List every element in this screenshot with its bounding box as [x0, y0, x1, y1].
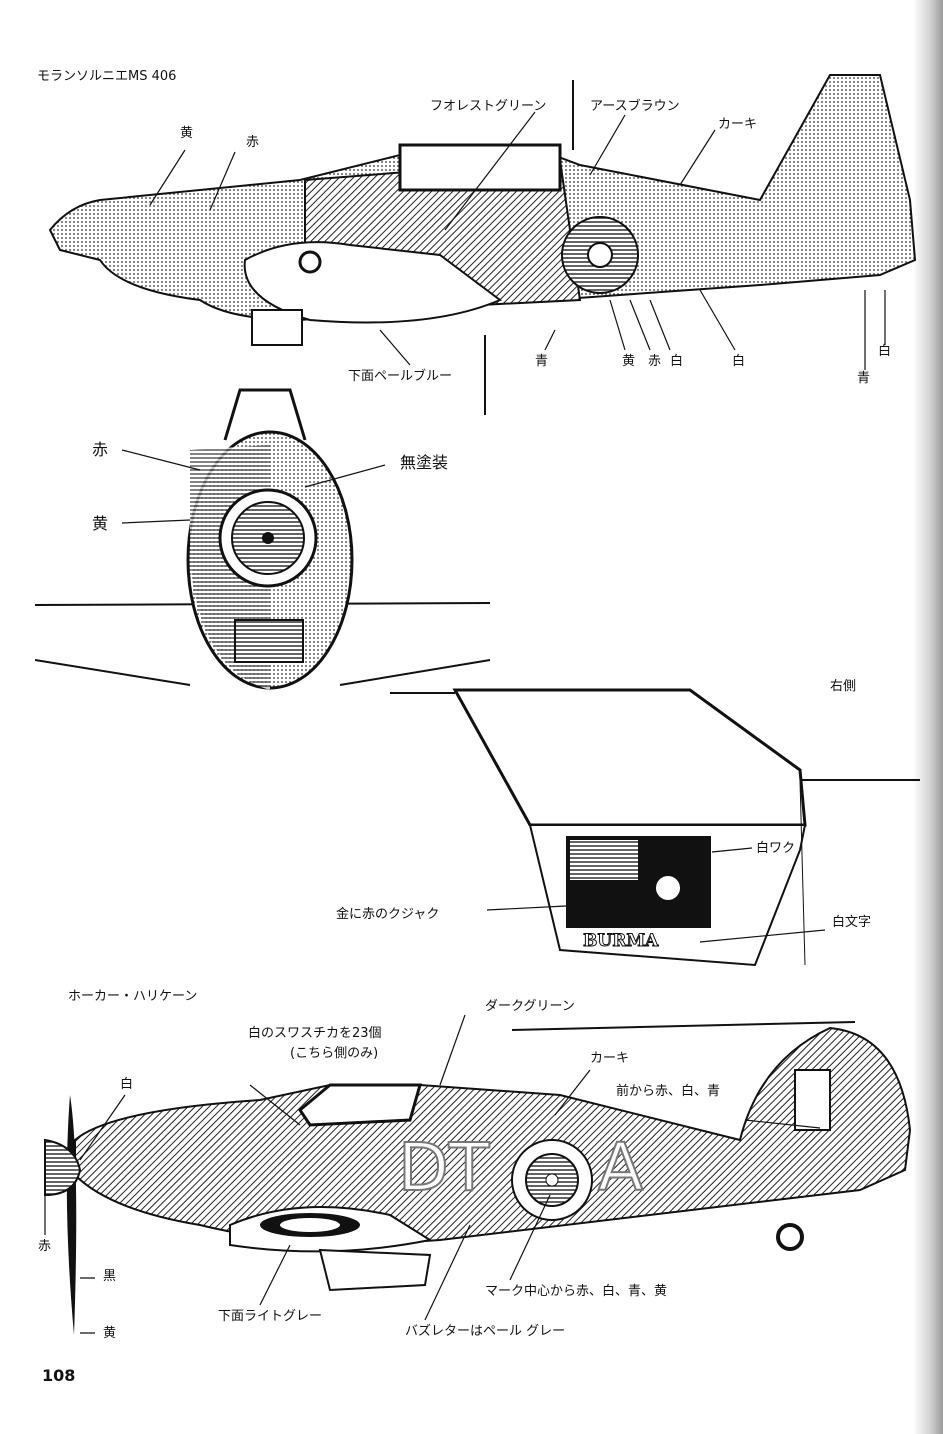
- page-number: 108: [42, 1366, 76, 1385]
- fuselage-code-a: A: [597, 1129, 644, 1206]
- label-red: 赤: [246, 135, 260, 150]
- label-code-letters-note: バズレターはペール グレー: [405, 1324, 566, 1339]
- label-front-red: 赤: [92, 440, 109, 459]
- label-stripe-white: 白: [732, 354, 746, 369]
- cockpit-detail: [390, 688, 920, 967]
- label-spinner-red: 赤: [38, 1239, 52, 1254]
- label-fin-flash: 前から赤、白、青: [616, 1084, 721, 1099]
- label-roundel-colors: マーク中心から赤、白、青、黄: [485, 1284, 668, 1299]
- label-front-yellow: 黄: [92, 514, 109, 533]
- label-prop-black: 黒: [103, 1269, 117, 1284]
- label-dark-green: ダークグリーン: [485, 999, 575, 1014]
- label-earth-brown: アースブラウン: [590, 99, 680, 114]
- flag-text-burma: BURMA: [582, 931, 659, 951]
- label-swastika-note: 白のスワスチカを23個: [248, 1026, 382, 1041]
- ms406-title: モランソルニエMS 406: [37, 69, 177, 84]
- label-underside-light-grey: 下面ライトグレー: [218, 1309, 323, 1324]
- label-roundel-yellow: 黄: [622, 354, 636, 369]
- label-peacock: 金に赤のクジャク: [336, 907, 440, 922]
- page-gutter-shadow: [913, 0, 943, 1434]
- label-white-letters: 白文字: [832, 915, 872, 930]
- label-white-border: 白ワク: [756, 841, 796, 856]
- label-right-side: 右側: [830, 679, 857, 694]
- fuselage-code-dt: DT: [397, 1129, 490, 1206]
- label-yellow: 黄: [180, 126, 194, 141]
- label-prop-yellow: 黄: [103, 1326, 117, 1341]
- label-blue: 青: [535, 354, 549, 369]
- label-underside-pale-blue: 下面ペールブルー: [348, 369, 453, 384]
- label-khaki: カーキ: [718, 117, 758, 132]
- label-tail-white: 白: [878, 344, 892, 359]
- ms406-side-view: [48, 74, 917, 415]
- label-tail-blue: 青: [857, 371, 871, 386]
- hurricane-side-view: [44, 1014, 912, 1335]
- hurricane-title: ホーカー・ハリケーン: [68, 989, 198, 1004]
- label-forest-green: フオレストグリーン: [430, 99, 547, 114]
- label-roundel-red: 赤: [648, 354, 662, 369]
- label-spinner-white: 白: [120, 1077, 134, 1092]
- label-roundel-white: 白: [670, 354, 684, 369]
- ms406-front-view: [34, 388, 491, 690]
- label-unpainted: 無塗装: [400, 453, 449, 472]
- label-swastika-note-2: (こちら側のみ): [290, 1046, 379, 1061]
- label-hurricane-khaki: カーキ: [590, 1051, 630, 1066]
